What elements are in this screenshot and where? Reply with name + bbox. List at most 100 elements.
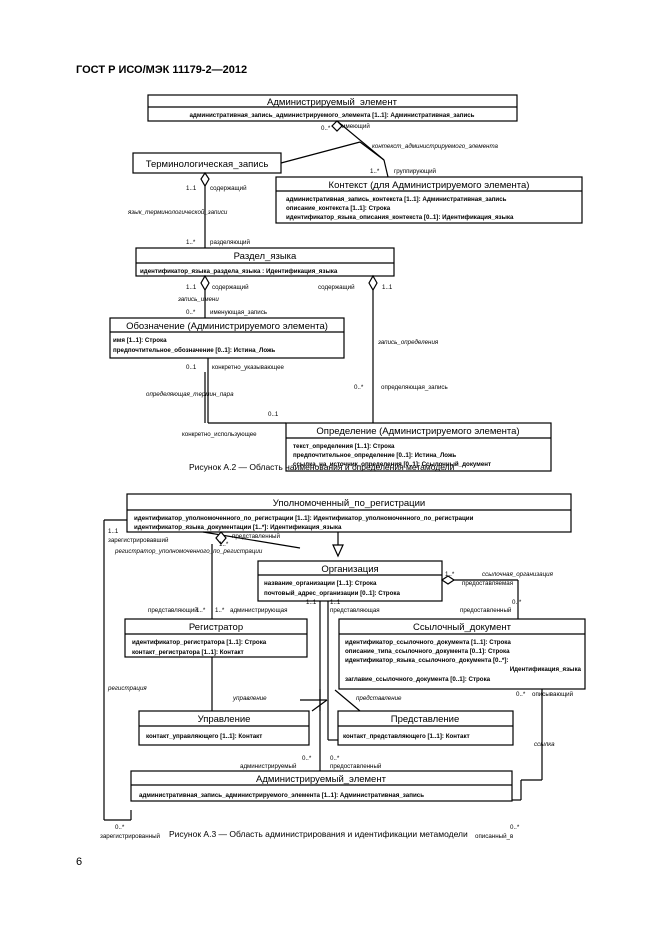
class-title: Определение (Администрируемого элемента) xyxy=(316,426,519,437)
mult-label: 0..* xyxy=(115,824,125,831)
role-label: представленный xyxy=(232,533,280,540)
mult-label: 1..* xyxy=(219,541,229,548)
role-label: разделяющий xyxy=(210,239,251,246)
class-attr: идентификатор_языка_раздела_языка : Иден… xyxy=(140,268,338,275)
a3-association-lines xyxy=(103,519,543,821)
diamond-icon xyxy=(368,274,378,292)
class-title: Регистратор xyxy=(189,622,243,633)
class-title: Уполномоченный_по_регистрации xyxy=(273,498,425,509)
mult-label: 0..* xyxy=(512,599,522,606)
mult-label: 0..* xyxy=(330,755,340,762)
association-label: язык_терминологической_записи xyxy=(127,209,228,216)
role-label: имеющий xyxy=(342,123,370,130)
class-definition: Определение (Администрируемого элемента)… xyxy=(285,422,552,472)
generalization-arrow-icon xyxy=(332,544,344,558)
association-label: управление xyxy=(232,695,267,702)
mult-label: 0..* xyxy=(321,125,331,132)
diamond-icon xyxy=(215,531,227,545)
class-title: Контекст (для Администрируемого элемента… xyxy=(329,180,530,191)
role-label: администрируемый xyxy=(240,763,297,770)
mult-label: 0..* xyxy=(354,384,364,391)
mult-label: 1..* xyxy=(215,607,225,614)
mult-label: 1..* xyxy=(196,607,206,614)
class-attr: идентификатор_языка_описания_контекста [… xyxy=(286,214,514,221)
class-title: Администрируемый_элемент xyxy=(267,97,398,108)
diamond-icon xyxy=(200,171,210,188)
class-title: Обозначение (Администрируемого элемента) xyxy=(126,321,328,332)
class-admin-element-a3: Администрируемый_элемент административна… xyxy=(130,770,513,802)
mult-label: 0..* xyxy=(516,691,526,698)
figure-a2-caption: Рисунок А.2 — Область наименования и опр… xyxy=(189,462,455,472)
page-number: 6 xyxy=(76,856,83,868)
mult-label: 1..1 xyxy=(108,528,119,535)
class-attr: Идентификация_языка xyxy=(510,666,582,673)
mult-label: 1..1 xyxy=(382,284,393,291)
class-attr: описание_контекста [1..1]: Строка xyxy=(286,205,391,212)
role-label: группирующий xyxy=(394,168,437,175)
mult-label: 1..1 xyxy=(330,599,341,606)
role-label: содержащий xyxy=(210,185,247,192)
mult-label: 1..* xyxy=(186,239,196,246)
mult-label: 0..1 xyxy=(268,411,279,418)
class-title: Ссылочный_документ xyxy=(413,622,512,633)
class-designation: Обозначение (Администрируемого элемента)… xyxy=(109,317,345,359)
class-attr: административная_запись_контекста [1..1]… xyxy=(286,196,507,203)
class-context: Контекст (для Администрируемого элемента… xyxy=(275,176,583,224)
class-submission: Представление контакт_представляющего [1… xyxy=(337,710,514,746)
mult-label: 0..* xyxy=(186,309,196,316)
class-attr: административная_запись_администрируемог… xyxy=(189,112,474,119)
class-title: Раздел_языка xyxy=(234,251,297,262)
mult-label: 1..1 xyxy=(186,185,197,192)
role-label: определяющая_запись xyxy=(381,384,448,391)
role-label: представляющая xyxy=(330,607,380,614)
diamond-icon xyxy=(331,120,343,132)
role-label: конкретно_указывающее xyxy=(212,364,285,371)
role-label: зарегистрировавший xyxy=(108,537,169,544)
class-attr: ссылка_на_источник_определения [0..1]: С… xyxy=(293,461,491,468)
class-attr: идентификатор_уполномоченного_по_регистр… xyxy=(134,515,474,522)
a3-labels: 1..1 зарегистрировавший регистратор_упол… xyxy=(100,528,574,840)
class-registrar: Регистратор идентификатор_регистратора [… xyxy=(124,618,308,658)
class-attr: заглавие_ссылочного_документа [0..1]: Ст… xyxy=(345,676,491,683)
role-label: зарегистрированный xyxy=(100,833,161,840)
class-reference-document: Ссылочный_документ идентификатор_ссылочн… xyxy=(338,618,586,690)
role-label: содержащий xyxy=(212,284,249,291)
class-attr: идентификатор_ссылочного_документа [1..1… xyxy=(345,639,511,646)
page-header: ГОСТ Р ИСО/МЭК 11179-2—2012 xyxy=(76,64,248,76)
class-attr: контакт_представляющего [1..1]: Контакт xyxy=(343,733,470,740)
class-stewardship: Управление контакт_управляющего [1..1]: … xyxy=(138,710,310,746)
association-label: запись_имени xyxy=(177,296,219,303)
mult-label: 1..* xyxy=(370,168,380,175)
mult-label: 0..* xyxy=(510,824,520,831)
a2-association-lines xyxy=(204,120,389,424)
association-label: регистратор_уполномоченного_по_регистрац… xyxy=(114,548,263,555)
class-attr: предпочтительное_обозначение [0..1]: Ист… xyxy=(113,347,275,354)
association-label: регистрация xyxy=(107,685,147,692)
class-attr: административная_запись_администрируемог… xyxy=(139,792,424,799)
a2-labels: 0..* имеющий контекст_администрируемого_… xyxy=(127,123,499,438)
class-attr: текст_определения [1..1]: Строка xyxy=(293,443,395,450)
association-label: запись_определения xyxy=(377,339,439,346)
role-label: предоставляемая xyxy=(462,580,513,587)
class-attr: идентификатор_регистратора [1..1]: Строк… xyxy=(132,639,267,646)
role-label: конкретно_использующее xyxy=(182,431,257,438)
mult-label: 0..* xyxy=(302,755,312,762)
class-attr: контакт_управляющего [1..1]: Контакт xyxy=(146,733,262,740)
mult-label: 0..1 xyxy=(186,364,197,371)
figure-a3-caption: Рисунок А.3 — Область администрирования … xyxy=(169,829,468,839)
class-attr: идентификатор_языка_документации [1..*]:… xyxy=(134,524,342,531)
role-label: содержащий xyxy=(318,284,355,291)
association-label: представление xyxy=(356,695,402,702)
role-label: именующая_запись xyxy=(210,309,267,316)
role-label: предоставленный xyxy=(330,763,382,770)
role-label: описывающий xyxy=(532,691,574,698)
diamond-icon xyxy=(200,274,210,292)
role-label: описанный_в xyxy=(475,833,514,840)
class-title: Терминологическая_запись xyxy=(146,159,269,170)
association-label: контекст_администрируемого_элемента xyxy=(372,143,499,150)
class-attr: описание_типа_ссылочного_документа [0..1… xyxy=(345,648,510,655)
association-label: ссылочная_организация xyxy=(482,571,554,578)
class-title: Администрируемый_элемент xyxy=(256,774,387,785)
